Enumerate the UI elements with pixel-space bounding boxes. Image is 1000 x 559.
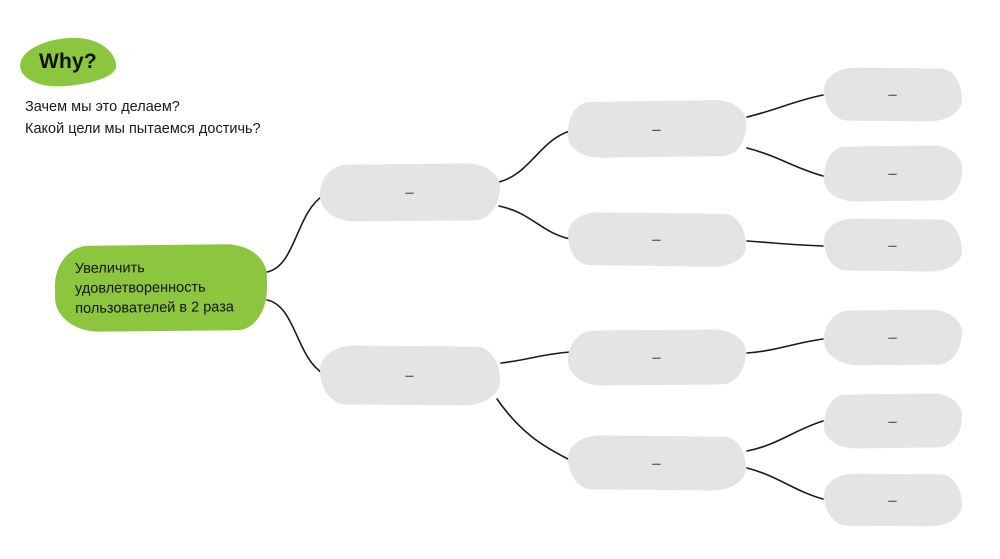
node-placeholder-label: –	[405, 366, 415, 385]
tree-node-level3-1[interactable]: –	[567, 99, 747, 159]
connector-l3-3-to-l4-4	[746, 338, 824, 354]
tree-node-level4-2[interactable]: –	[823, 145, 963, 202]
diagram-subtitle: Зачем мы это делаем? Какой цели мы пытае…	[25, 96, 261, 141]
why-title-blob: Why?	[19, 36, 117, 88]
subtitle-line-1: Зачем мы это делаем?	[25, 99, 180, 115]
node-placeholder-label: –	[888, 328, 898, 347]
node-placeholder-label: –	[652, 454, 662, 472]
connector-l3-4-to-l4-5	[746, 420, 824, 452]
tree-node-level4-3[interactable]: –	[823, 218, 963, 272]
subtitle-line-2: Какой цели мы пытаемся достичь?	[25, 121, 261, 138]
tree-node-level4-1[interactable]: –	[823, 67, 963, 122]
node-placeholder-label: –	[652, 348, 662, 367]
tree-node-level4-4[interactable]: –	[823, 309, 963, 366]
node-placeholder-label: –	[888, 85, 898, 104]
node-placeholder-label: –	[888, 491, 898, 509]
root-goal-label: Увеличить удовлетворенность пользователе…	[74, 260, 234, 317]
node-placeholder-label: –	[888, 412, 898, 430]
connector-l3-1-to-l4-2	[746, 147, 824, 177]
node-placeholder-label: –	[888, 164, 898, 183]
connector-l2bottom-to-l3-3	[500, 351, 571, 364]
tree-node-level4-6[interactable]: –	[823, 473, 963, 527]
tree-node-level4-5[interactable]: –	[823, 393, 963, 449]
tree-node-level3-2[interactable]: –	[567, 211, 747, 268]
why-title: Why?	[39, 50, 97, 73]
connector-l2top-to-l3-1	[498, 130, 571, 183]
root-goal-node[interactable]: Увеличить удовлетворенность пользователе…	[54, 243, 268, 333]
tree-node-level3-3[interactable]: –	[567, 329, 747, 386]
node-placeholder-label: –	[652, 230, 662, 249]
connector-l3-4-to-l4-6	[746, 467, 824, 500]
connector-root-to-l2-top	[266, 194, 325, 273]
node-placeholder-label: –	[405, 183, 415, 202]
node-placeholder-label: –	[652, 120, 662, 138]
connector-root-to-l2-bottom	[266, 299, 325, 375]
node-placeholder-label: –	[888, 236, 898, 254]
tree-node-level2-1[interactable]: –	[319, 163, 501, 222]
tree-node-level2-2[interactable]: –	[319, 345, 501, 406]
connector-l3-1-to-l4-1	[746, 94, 824, 118]
connector-l2bottom-to-l3-4	[496, 398, 571, 461]
connector-l3-2-to-l4-3	[746, 240, 824, 247]
tree-node-level3-4[interactable]: –	[567, 435, 747, 491]
connector-l2top-to-l3-2	[498, 205, 571, 240]
